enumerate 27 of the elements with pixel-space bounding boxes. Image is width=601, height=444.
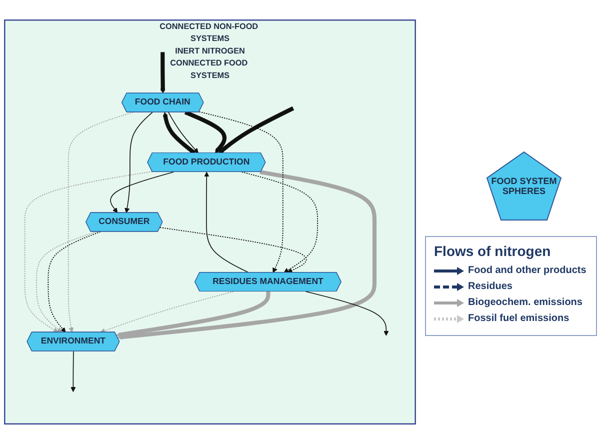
arrow: [48, 231, 101, 333]
arrow: [68, 112, 134, 333]
arrow: [168, 112, 199, 154]
arrow: [162, 112, 196, 155]
arrow: [24, 171, 153, 333]
arrow: [117, 170, 377, 340]
arrow: [116, 292, 270, 338]
pentagon-node: [485, 150, 563, 222]
legend-text: Fossil fuel emissions: [468, 313, 570, 324]
arrow: [100, 291, 234, 334]
legend-text: Biogeochem. emissions: [468, 297, 582, 308]
arrow: [305, 291, 389, 336]
arrow: [124, 112, 153, 214]
arrow: [160, 52, 166, 94]
arrow: [184, 110, 226, 154]
arrow: [36, 231, 98, 333]
arrow: [160, 227, 307, 273]
legend-text: Food and other products: [468, 265, 586, 276]
arrow: [198, 111, 284, 273]
arrow: [218, 106, 294, 154]
arrow: [70, 350, 76, 392]
arrow: [204, 172, 250, 273]
node-label: FOOD SYSTEM SPHERES: [490, 176, 558, 196]
legend-text: Residues: [468, 281, 512, 292]
arrow: [110, 172, 174, 214]
arrow: [241, 172, 318, 273]
legend-heading: Flows of nitrogen: [434, 243, 552, 259]
